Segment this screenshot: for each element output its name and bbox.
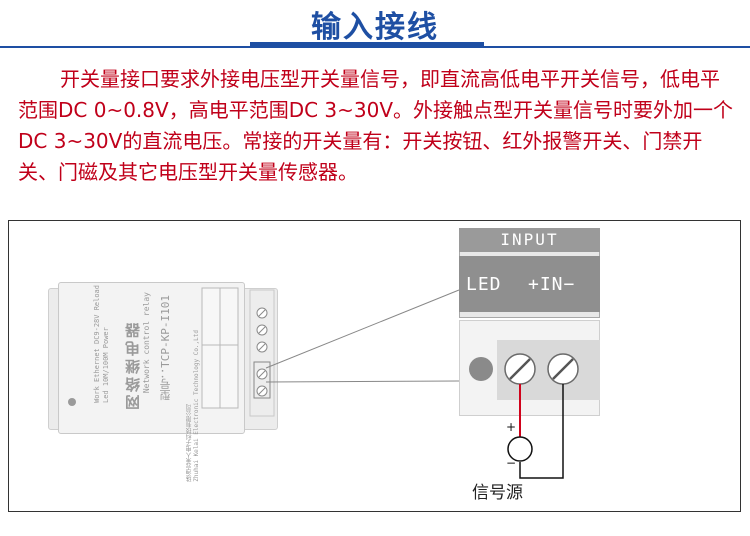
source-plus-sign: + xyxy=(506,420,517,434)
description-paragraph: 开关量接口要求外接电压型开关量信号，即直流高低电平开关信号，低电平范围DC 0~… xyxy=(18,64,734,188)
input-terminal-highlight xyxy=(253,361,271,399)
input-panel-label-band xyxy=(459,256,600,312)
led-indicator-icon xyxy=(469,357,493,381)
mount-hole-icon xyxy=(68,398,76,406)
zoom-line-top xyxy=(265,289,460,369)
signal-source-icon xyxy=(507,436,533,462)
signal-source-label: 信号源 xyxy=(472,483,523,503)
description-text: 开关量接口要求外接电压型开关量信号，即直流高低电平开关信号，低电平范围DC 0~… xyxy=(18,67,734,184)
source-minus-sign: − xyxy=(506,456,517,470)
title-underline xyxy=(250,42,484,48)
negative-wire xyxy=(519,384,564,479)
panel-led-label: LED xyxy=(466,274,502,295)
input-panel-header: INPUT xyxy=(459,228,600,252)
page-title: 输入接线 xyxy=(311,10,439,45)
panel-in-label: +IN− xyxy=(528,274,576,295)
zoom-line-bottom xyxy=(265,380,460,383)
